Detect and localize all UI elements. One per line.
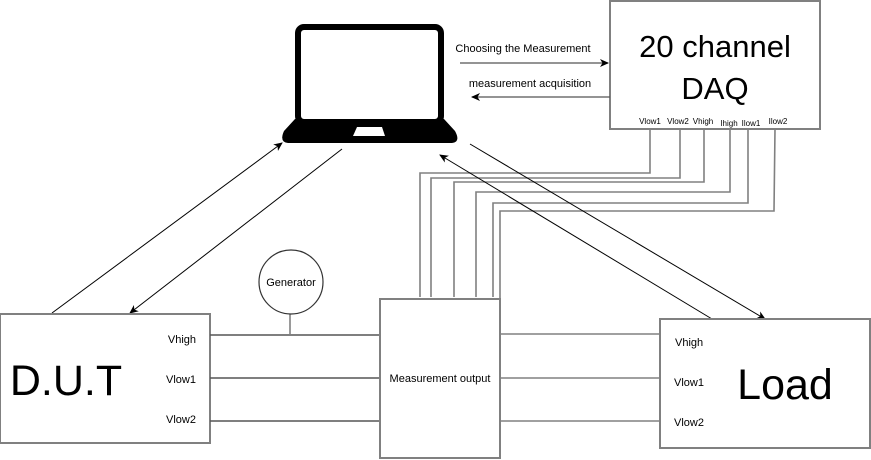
laptop-icon	[282, 24, 458, 143]
wire-ihigh	[475, 129, 731, 297]
daq-title-line1: 20 channel	[639, 29, 791, 64]
dut-port-label: Vhigh	[168, 334, 196, 346]
measurement-label: Measurement output	[390, 373, 491, 385]
dut-title: D.U.T	[10, 357, 122, 405]
generator-label: Generator	[266, 277, 316, 289]
arrow-laptop-to-load	[469, 143, 766, 320]
load-port-label: Vlow2	[674, 417, 704, 429]
daq-wires	[419, 128, 776, 299]
daq-channel-label: Ihigh	[720, 119, 737, 128]
wire-ilow1	[492, 129, 749, 297]
daq-channel-label: Vlow1	[639, 117, 661, 126]
load-wires	[500, 333, 660, 422]
arrow-from-daq-label: measurement acquisition	[469, 78, 591, 90]
dut-wires	[210, 334, 380, 422]
generator: Generator	[258, 249, 324, 335]
daq-box: 20 channel DAQ Vlow1 Vlow2 Vhigh Ihigh I…	[609, 0, 821, 130]
arrow-load-to-laptop	[439, 154, 713, 320]
dut-port-label: Vlow1	[166, 374, 196, 386]
wire-vhigh	[453, 129, 705, 297]
arrow-dut-to-laptop	[51, 142, 283, 314]
wire-vlow2	[430, 129, 681, 297]
arrow-laptop-to-dut	[129, 148, 343, 314]
measurement-box: Measurement output	[379, 298, 501, 459]
daq-channel-label: Vhigh	[693, 117, 713, 126]
wire-ilow2	[499, 128, 776, 299]
arrow-to-daq-label: Choosing the Measurement	[455, 43, 590, 55]
load-box: Load Vhigh Vlow1 Vlow2	[659, 318, 871, 449]
load-port-label: Vlow1	[674, 377, 704, 389]
daq-channel-label: Ilow2	[769, 117, 788, 126]
dut-port-label: Vlow2	[166, 414, 196, 426]
load-title: Load	[737, 361, 833, 409]
daq-channel-label: Vlow2	[667, 117, 689, 126]
wire-vlow1	[419, 129, 651, 297]
dut-box: D.U.T Vhigh Vlow1 Vlow2	[0, 313, 211, 444]
daq-channel-label: Ilow1	[742, 119, 761, 128]
load-port-label: Vhigh	[675, 337, 703, 349]
daq-title-line2: DAQ	[681, 71, 748, 106]
